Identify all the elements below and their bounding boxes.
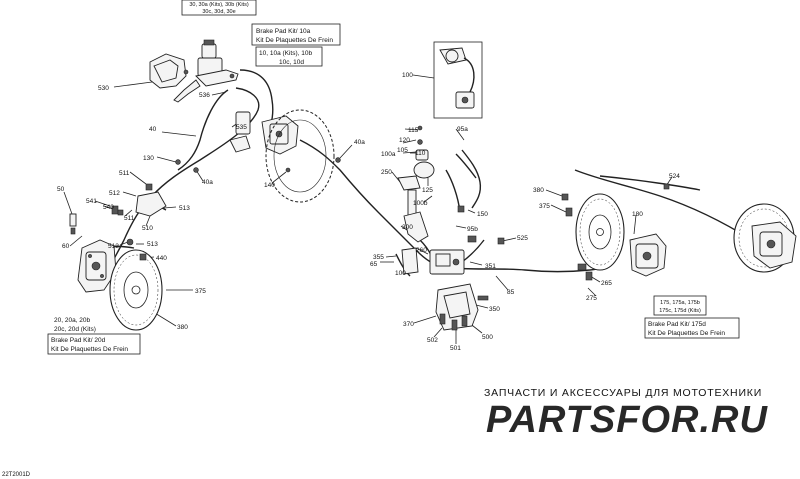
rear-reservoir-assembly: [397, 125, 477, 243]
label-180: 180: [632, 211, 643, 218]
label-355: 355: [373, 254, 384, 261]
label-105: 105: [397, 147, 408, 154]
label-95b: 95b: [467, 226, 478, 233]
label-375-right: 375: [539, 203, 550, 210]
label-150: 150: [477, 211, 488, 218]
callout-kit-175d: Brake Pad Kit/ 175d Kit De Plaquettes De…: [644, 317, 740, 339]
left-caliper-assembly: [77, 239, 117, 293]
callout-10-line2: 10c, 10d: [279, 59, 304, 66]
label-125: 125: [422, 187, 433, 194]
label-525: 525: [517, 235, 528, 242]
callout-30-line1: 30, 30a (Kits), 30b (Kits): [189, 2, 248, 8]
kit-10a-line1: Brake Pad Kit/ 10a: [256, 28, 311, 35]
label-500: 500: [482, 334, 493, 341]
label-100a: 100a: [381, 151, 396, 158]
label-541: 541: [86, 198, 97, 205]
part-number-labels: 530 536 535 40 130 40a 140 40a 511 50 54…: [57, 72, 680, 352]
label-513-top: 513: [179, 205, 190, 212]
callout-175: 175, 175a, 175b 175c, 175d (Kits): [653, 295, 707, 316]
label-540: 540: [103, 204, 114, 211]
label-351: 351: [485, 263, 496, 270]
label-65: 65: [370, 261, 378, 268]
label-85: 85: [507, 289, 515, 296]
kit-20d-line2: Kit De Plaquettes De Frein: [51, 346, 128, 353]
kit-20d-line1: Brake Pad Kit/ 20d: [51, 337, 106, 344]
label-260: 260: [416, 247, 427, 254]
watermark: ЗАПЧАСТИ И АКСЕССУАРЫ ДЛЯ МОТОТЕХНИКИ PA…: [484, 387, 768, 441]
rear-master-cylinder-inset: [433, 41, 483, 119]
label-40: 40: [149, 126, 157, 133]
front-brake-disc-upper: [265, 109, 335, 203]
label-536: 536: [199, 92, 210, 99]
label-140: 140: [264, 182, 275, 189]
front-caliper-assembly: [229, 111, 299, 155]
callout-10-line1: 10, 10a (Kits), 10b: [259, 50, 312, 57]
label-530: 530: [98, 85, 109, 92]
watermark-tagline: ЗАПЧАСТИ И АКСЕССУАРЫ ДЛЯ МОТОТЕХНИКИ: [484, 387, 762, 399]
label-100-top: 100: [402, 72, 413, 79]
label-100b: 100b: [413, 200, 428, 207]
label-380-right: 380: [533, 187, 544, 194]
kit-10a-line2: Kit De Plaquettes De Frein: [256, 37, 333, 44]
label-513-bot: 513: [147, 241, 158, 248]
leader-lines: [63, 74, 673, 344]
callout-30-line2: 30c, 30d, 30e: [202, 9, 235, 15]
label-440: 440: [156, 255, 167, 262]
watermark-logo: PARTSFOR.RU: [486, 399, 768, 441]
label-535: 535: [236, 124, 247, 131]
label-40a-left: 40a: [202, 179, 213, 186]
label-60: 60: [62, 243, 70, 250]
callout-kit-10a: Brake Pad Kit/ 10a Kit De Plaquettes De …: [251, 23, 341, 46]
label-501: 501: [450, 345, 461, 352]
callout-175-line1: 175, 175a, 175b: [660, 300, 700, 306]
label-115: 115: [408, 127, 419, 134]
label-502: 502: [427, 337, 438, 344]
label-380-left: 380: [177, 324, 188, 331]
kit-175d-line2: Kit De Plaquettes De Frein: [648, 330, 725, 337]
label-275: 275: [586, 295, 597, 302]
callout-20-line1: 20, 20a, 20b: [54, 317, 91, 324]
label-265: 265: [601, 280, 612, 287]
label-95a: 95a: [457, 126, 468, 133]
abs-module: [401, 247, 465, 275]
callout-20-line2: 20c, 20d (Kits): [54, 326, 96, 333]
label-110: 110: [415, 150, 426, 157]
bracket-assembly: [435, 283, 489, 331]
label-120: 120: [399, 137, 410, 144]
callout-20: 20, 20a, 20b 20c, 20d (Kits): [54, 317, 96, 333]
right-caliper: [629, 233, 667, 277]
label-370: 370: [403, 321, 414, 328]
label-511-top: 511: [119, 170, 130, 177]
label-100-bot: 100: [395, 270, 406, 277]
callout-175-line2: 175c, 175d (Kits): [659, 308, 701, 314]
label-512-bot: 512: [108, 243, 119, 250]
label-130: 130: [143, 155, 154, 162]
label-375-left: 375: [195, 288, 206, 295]
label-511-bot: 511: [124, 215, 135, 222]
label-250: 250: [381, 169, 392, 176]
left-small-parts: [69, 157, 341, 261]
callout-10: 10, 10a (Kits), 10b 10c, 10d: [255, 46, 323, 67]
kit-175d-line1: Brake Pad Kit/ 175d: [648, 321, 706, 328]
label-40a-right: 40a: [354, 139, 365, 146]
label-512-top: 512: [109, 190, 120, 197]
label-50: 50: [57, 186, 65, 193]
rear-brake-disc: [733, 203, 797, 273]
callout-kit-20d: Brake Pad Kit/ 20d Kit De Plaquettes De …: [47, 333, 141, 355]
label-524: 524: [669, 173, 680, 180]
front-master-cylinder: [149, 39, 239, 103]
left-brake-disc: [109, 249, 163, 331]
label-300: 300: [402, 224, 413, 231]
label-510: 510: [142, 225, 153, 232]
middle-fittings: [457, 183, 670, 281]
drawing-code: 22T2001D: [2, 472, 31, 478]
callout-30: 30, 30a (Kits), 30b (Kits) 30c, 30d, 30e: [181, 0, 257, 16]
label-350: 350: [489, 306, 500, 313]
right-brake-disc: [575, 193, 625, 271]
